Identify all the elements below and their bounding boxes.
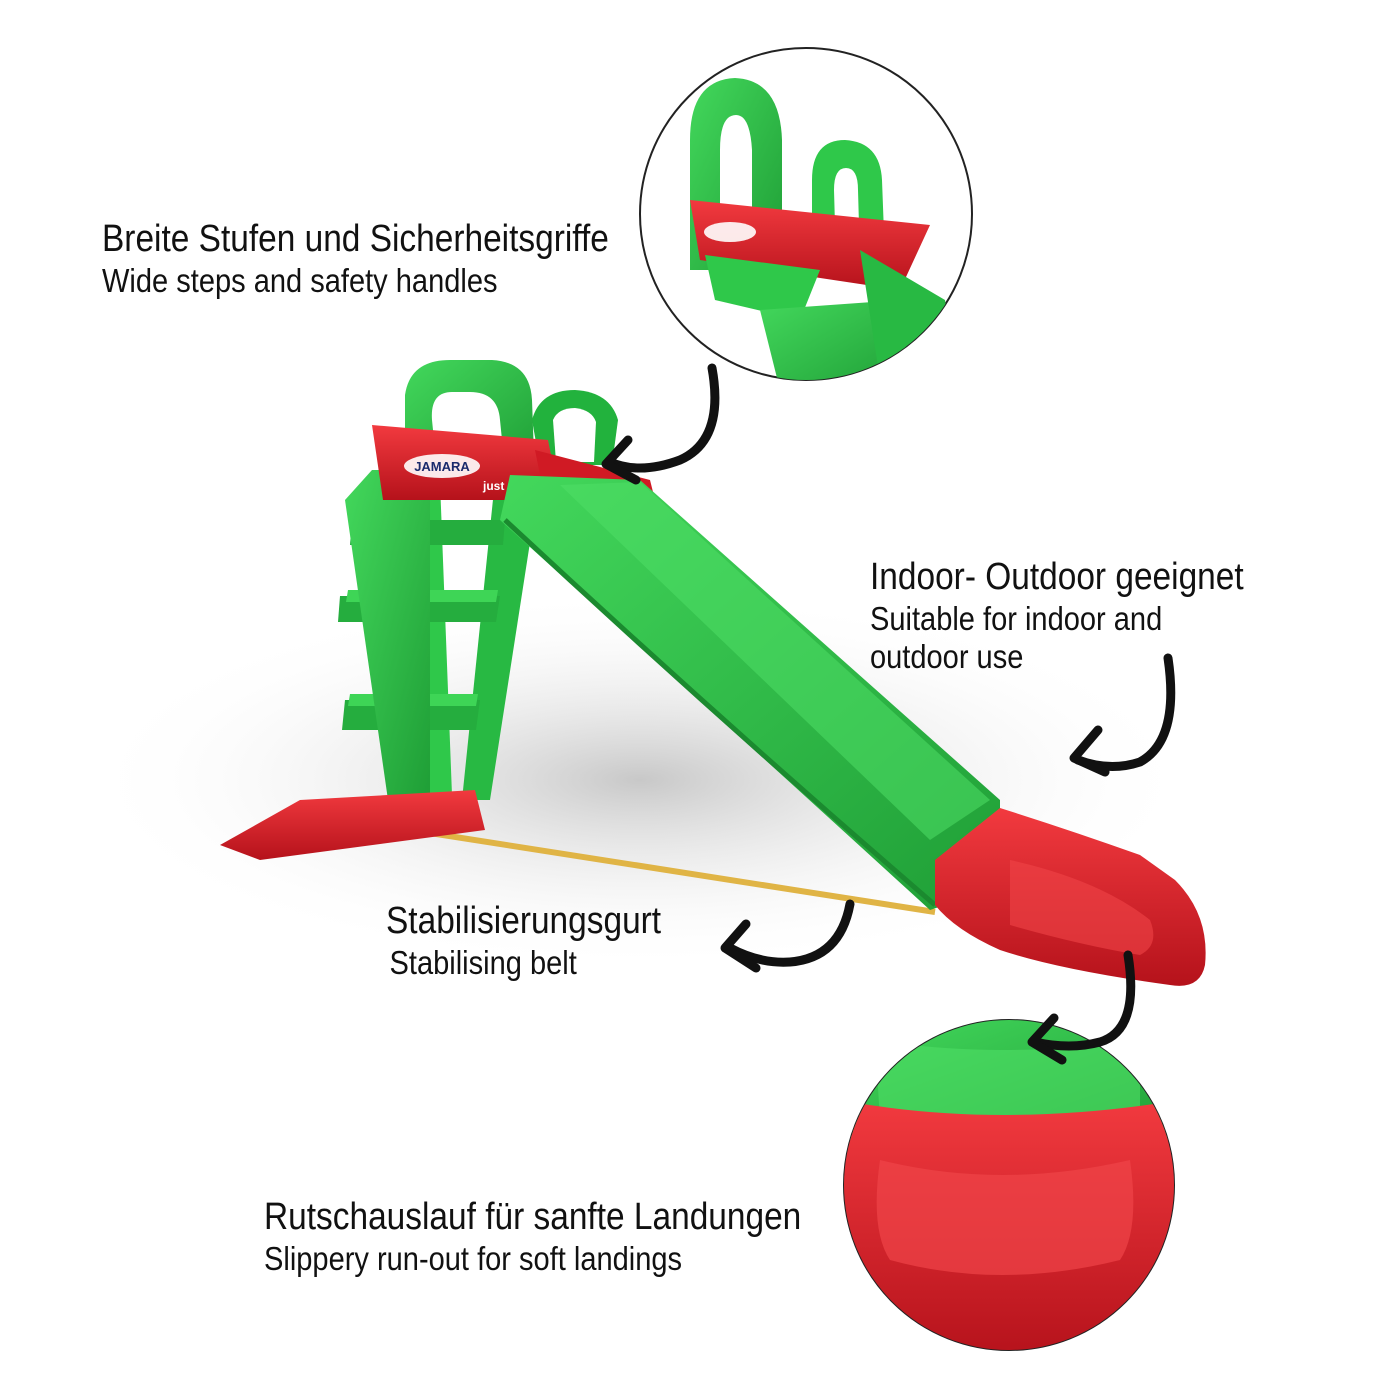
callout-belt: Stabilisierungsgurt Stabilising belt <box>386 900 661 982</box>
callout-indoor: Indoor- Outdoor geeignet Suitable for in… <box>870 556 1244 676</box>
curved-arrow-icon <box>601 363 720 485</box>
brand-logo: JAMARA <box>414 459 470 474</box>
zoom-circle <box>843 1019 1175 1351</box>
slide-chute <box>500 475 1000 910</box>
slide: JAMARA just play <box>220 360 1206 986</box>
callout-steps: Breite Stufen und Sicherheitsgriffe Wide… <box>102 218 609 300</box>
callout-indoor-en-line1: Suitable for indoor and <box>870 599 1163 637</box>
callout-indoor-de: Indoor- Outdoor geeignet <box>870 556 1244 598</box>
callout-runout-en: Slippery run-out for soft landings <box>264 1239 683 1277</box>
callout-runout-de: Rutschauslauf für sanfte Landungen <box>264 1196 802 1238</box>
callout-belt-de: Stabilisierungsgurt <box>386 900 662 942</box>
callout-runout: Rutschauslauf für sanfte Landungen Slipp… <box>264 1196 801 1278</box>
curved-arrow-icon <box>1069 653 1176 777</box>
curved-arrow-icon <box>720 899 855 973</box>
callout-belt-en: Stabilising belt <box>389 943 577 981</box>
stabilising-belt <box>384 823 936 915</box>
callout-steps-en: Wide steps and safety handles <box>102 261 498 299</box>
callout-indoor-en-line2: outdoor use <box>870 637 1024 675</box>
ladder <box>405 360 534 470</box>
zoom-circle <box>639 47 973 381</box>
callout-steps-de: Breite Stufen und Sicherheitsgriffe <box>102 218 609 260</box>
ladder-foot <box>220 790 485 860</box>
curved-arrow-icon <box>1027 950 1136 1065</box>
